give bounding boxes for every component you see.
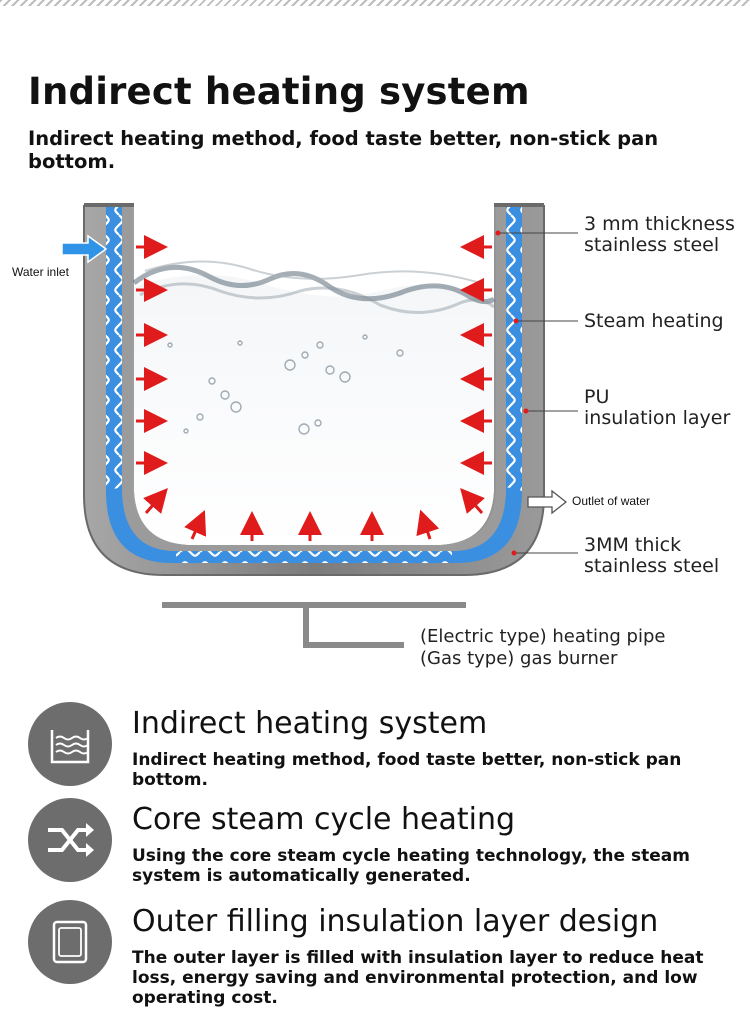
- heater-line1: (Electric type) heating pipe: [420, 626, 666, 647]
- heat-arrows-left: [136, 235, 168, 514]
- steam-channel-waves-right: [506, 205, 522, 491]
- bottom-steel-callout: 3MM thick stainless steel: [584, 535, 719, 577]
- heater-callout: (Electric type) heating pipe (Gas type) …: [420, 626, 665, 670]
- pu-insulation-callout: PU insulation layer: [584, 387, 730, 429]
- steam-channel-waves-left: [106, 205, 122, 491]
- outer-shell-edge: [83, 205, 545, 576]
- steam-channel-waves-bottom: [176, 551, 452, 563]
- feature-text: The outer layer is filled with insulatio…: [132, 948, 704, 1008]
- feature-text: Using the core steam cycle heating techn…: [132, 846, 690, 886]
- heating-plate: [162, 602, 466, 608]
- feature-title: Core steam cycle heating: [132, 802, 516, 837]
- heating-pipe-bracket: [303, 608, 404, 648]
- steam-heating-callout: Steam heating: [584, 310, 724, 332]
- water-tank-icon: [28, 702, 112, 786]
- callout-leader-lines: [498, 232, 578, 554]
- water-surface-foam: [139, 282, 495, 314]
- heat-arrows-bottom: [184, 509, 440, 541]
- right-rim: [494, 203, 544, 207]
- feature-title: Outer filling insulation layer design: [132, 904, 659, 939]
- bottom-steel-line1: 3MM thick: [584, 534, 682, 556]
- left-rim: [84, 203, 134, 207]
- feature-title: Indirect heating system: [132, 706, 488, 741]
- heating-diagram: Water inlet Outlet of water 3 mm thickne…: [0, 195, 750, 685]
- pu-line1: PU: [584, 386, 610, 408]
- feature-indirect-heating: Indirect heating system Indirect heating…: [28, 702, 728, 792]
- shuffle-icon: [28, 798, 112, 882]
- steel-thickness-callout: 3 mm thickness stainless steel: [584, 214, 735, 256]
- feature-core-steam: Core steam cycle heating Using the core …: [28, 798, 728, 888]
- steel-thickness-line2: stainless steel: [584, 234, 720, 256]
- feature-text: Indirect heating method, food taste bett…: [132, 750, 682, 790]
- page-subtitle: Indirect heating method, food taste bett…: [28, 127, 659, 173]
- pu-line2: insulation layer: [584, 407, 731, 429]
- pot-cross-section-svg: [61, 203, 578, 648]
- page-title: Indirect heating system: [28, 70, 530, 113]
- water-surface-ripple: [144, 260, 481, 284]
- top-decorative-border: [0, 0, 750, 6]
- water-outlet-arrow: [527, 489, 568, 515]
- feature-insulation: Outer filling insulation layer design Th…: [28, 900, 728, 1008]
- water-inlet-label: Water inlet: [12, 265, 69, 279]
- bottom-steel-line2: stainless steel: [584, 555, 720, 577]
- insulation-panel-icon: [28, 900, 112, 984]
- water-inlet-arrow: [61, 234, 108, 264]
- water-outlet-label: Outlet of water: [572, 494, 651, 508]
- heat-arrows-right: [460, 235, 492, 514]
- steel-thickness-line1: 3 mm thickness: [584, 213, 735, 235]
- callout-dots: [495, 230, 529, 556]
- water-bubbles: [167, 334, 404, 435]
- heater-line2: (Gas type) gas burner: [420, 648, 618, 669]
- water-body: [134, 274, 494, 545]
